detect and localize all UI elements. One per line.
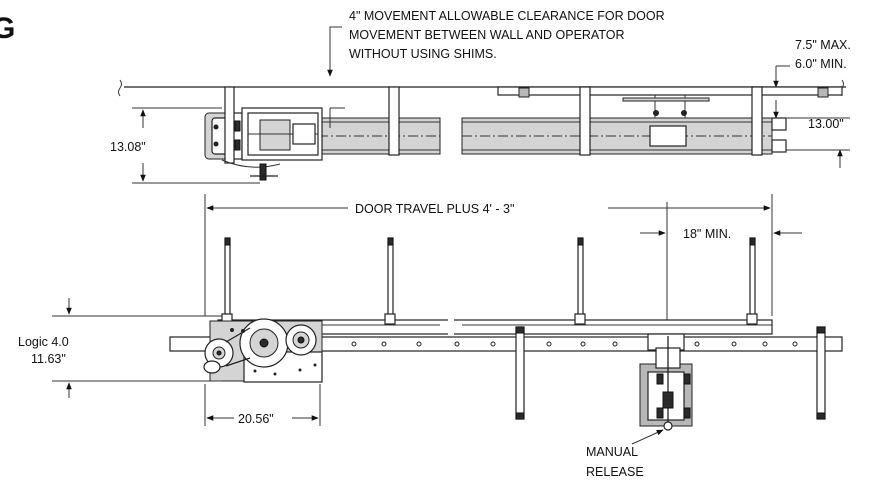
top-view: 7.5" MAX. 6.0" MIN. 13.00" 13.08" bbox=[110, 26, 851, 184]
operator-top-view bbox=[204, 86, 323, 181]
min18-label: 18" MIN. bbox=[683, 227, 731, 241]
operator-height-dimension bbox=[132, 107, 345, 184]
manual-release-label-line2: RELEASE bbox=[586, 465, 644, 479]
front-view: DOOR TRAVEL PLUS 4' - 3" 18" MIN. bbox=[18, 194, 843, 479]
manual-release-label-line1: MANUAL bbox=[586, 445, 638, 459]
clearance-note-line3: WITHOUT USING SHIMS. bbox=[349, 47, 497, 61]
plate-bolt-left bbox=[518, 87, 530, 98]
logic-height-label: 11.63" bbox=[31, 352, 66, 366]
min-offset-label: 6.0" MIN. bbox=[795, 57, 847, 71]
rail-holes bbox=[351, 341, 798, 347]
hangers-front bbox=[221, 237, 758, 325]
logic-height-dimension bbox=[52, 298, 222, 398]
operator-height-label: 13.08" bbox=[110, 140, 146, 154]
manual-release-assembly bbox=[639, 333, 693, 431]
max-offset-label: 7.5" MAX. bbox=[795, 38, 851, 52]
mounting-plate bbox=[497, 86, 843, 96]
logic-label: Logic 4.0 bbox=[18, 335, 69, 349]
carriage-top bbox=[622, 95, 710, 147]
track-height-label: 13.00" bbox=[808, 117, 844, 131]
track-height-dimension bbox=[773, 100, 850, 168]
operator-width-label: 20.56" bbox=[238, 412, 274, 426]
end-bracket-upper bbox=[771, 117, 787, 131]
end-bracket-lower bbox=[771, 139, 787, 153]
track-right bbox=[461, 117, 773, 155]
operator-front-view bbox=[203, 318, 323, 383]
clearance-note-line2: MOVEMENT BETWEEN WALL AND OPERATOR bbox=[349, 28, 625, 42]
clearance-note-line1: 4" MOVEMENT ALLOWABLE CLEARANCE FOR DOOR bbox=[349, 9, 665, 23]
wall-break-left bbox=[118, 79, 122, 97]
lower-brackets bbox=[515, 326, 826, 420]
corner-fragment-letter: G bbox=[0, 12, 15, 45]
clearance-leader bbox=[327, 26, 342, 77]
manual-release-leader bbox=[631, 429, 664, 445]
plate-bolt-right bbox=[817, 87, 829, 98]
door-travel-label: DOOR TRAVEL PLUS 4' - 3" bbox=[355, 202, 514, 216]
operator-width-dimension bbox=[204, 384, 321, 426]
hangers-top bbox=[388, 86, 763, 156]
